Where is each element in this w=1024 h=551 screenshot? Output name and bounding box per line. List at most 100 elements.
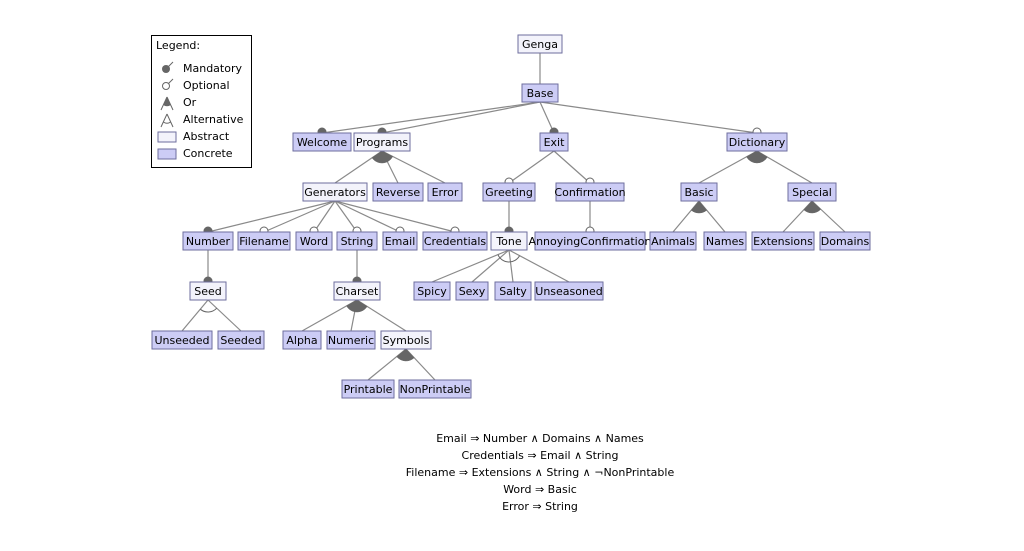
feature-label-greeting: Greeting <box>485 186 533 199</box>
feature-box-filename <box>237 231 291 251</box>
edge-tone-sexy <box>471 249 510 283</box>
or-group-marker-symbols <box>396 348 415 362</box>
feature-box-seeded <box>217 330 265 350</box>
alternative-group-marker-seed <box>199 307 218 313</box>
feature-label-programs: Programs <box>356 136 408 149</box>
feature-node-word: Word <box>295 231 333 251</box>
feature-node-tone: Tone <box>490 231 528 251</box>
feature-node-seed: Seed <box>189 281 227 301</box>
mandatory-icon <box>162 61 174 73</box>
legend-label-or: Or <box>183 96 197 109</box>
feature-box-animals <box>649 231 697 251</box>
or-group-marker-charset <box>346 299 368 313</box>
or-group-marker-programs <box>371 150 394 164</box>
feature-node-alpha: Alpha <box>282 330 322 350</box>
feature-node-special: Special <box>787 182 837 202</box>
feature-label-unseeded: Unseeded <box>154 334 209 347</box>
edge-generators-email <box>334 200 401 233</box>
feature-box-error <box>427 182 463 202</box>
feature-label-dictionary: Dictionary <box>729 136 786 149</box>
feature-box-seed <box>189 281 227 301</box>
feature-node-generators: Generators <box>302 182 368 202</box>
feature-label-nonprintable: NonPrintable <box>400 383 471 396</box>
feature-label-spicy: Spicy <box>417 285 447 298</box>
feature-label-names: Names <box>706 235 744 248</box>
edge-tone-spicy <box>431 249 510 283</box>
feature-box-nonprintable <box>398 379 472 399</box>
edge-base-programs <box>381 101 541 134</box>
feature-label-seeded: Seeded <box>220 334 261 347</box>
feature-node-sexy: Sexy <box>455 281 489 301</box>
feature-box-numeric <box>326 330 376 350</box>
feature-box-word <box>295 231 333 251</box>
feature-label-genga: Genga <box>522 38 558 51</box>
legend-title: Legend: <box>156 39 201 52</box>
feature-box-names <box>703 231 747 251</box>
feature-node-symbols: Symbols <box>380 330 432 350</box>
feature-box-annoying <box>534 231 646 251</box>
feature-box-spicy <box>413 281 451 301</box>
legend-item-mandatory: Mandatory <box>152 61 251 77</box>
feature-label-generators: Generators <box>304 186 366 199</box>
feature-box-alpha <box>282 330 322 350</box>
alternative-group-icon <box>160 113 174 128</box>
legend-label-alternative: Alternative <box>183 113 244 126</box>
feature-label-tone: Tone <box>495 235 522 248</box>
feature-label-welcome: Welcome <box>297 136 348 149</box>
feature-box-welcome <box>292 132 352 152</box>
feature-label-extensions: Extensions <box>753 235 813 248</box>
feature-box-dictionary <box>726 132 788 152</box>
feature-node-annoying: AnnoyingConfirmation <box>529 231 651 251</box>
feature-label-basic: Basic <box>684 186 713 199</box>
legend-item-or: Or <box>152 95 251 111</box>
legend: Legend: Mandatory Optional Or Alternativ… <box>151 35 252 168</box>
feature-node-genga: Genga <box>517 34 563 54</box>
abstract-swatch-icon <box>157 131 177 143</box>
edge-tone-salty <box>508 249 514 283</box>
edge-generators-string <box>334 200 358 233</box>
feature-label-base: Base <box>527 87 554 100</box>
feature-node-names: Names <box>703 231 747 251</box>
or-group-marker-basic <box>690 200 708 214</box>
feature-node-extensions: Extensions <box>751 231 815 251</box>
alternative-group-marker-tone <box>497 254 521 263</box>
feature-label-charset: Charset <box>336 285 379 298</box>
feature-label-animals: Animals <box>651 235 695 248</box>
edge-base-exit <box>539 101 555 134</box>
feature-node-number: Number <box>182 231 234 251</box>
edge-base-dictionary <box>539 101 758 134</box>
legend-label-optional: Optional <box>183 79 230 92</box>
feature-label-string: String <box>341 235 374 248</box>
legend-label-concrete: Concrete <box>183 147 233 160</box>
feature-box-string <box>336 231 378 251</box>
edge-generators-filename <box>263 200 336 233</box>
feature-label-salty: Salty <box>499 285 527 298</box>
legend-item-abstract: Abstract <box>152 129 251 145</box>
feature-label-sexy: Sexy <box>459 285 486 298</box>
feature-box-domains <box>819 231 871 251</box>
feature-node-exit: Exit <box>539 132 569 152</box>
feature-node-programs: Programs <box>353 132 411 152</box>
feature-box-confirmation <box>555 182 625 202</box>
feature-label-credentials: Credentials <box>424 235 487 248</box>
constraint-5: Error ⇒ String <box>502 500 578 513</box>
edge-exit-confirmation <box>553 150 591 184</box>
edge-generators-number <box>207 200 336 233</box>
feature-node-unseasoned: Unseasoned <box>534 281 604 301</box>
feature-node-email: Email <box>382 231 418 251</box>
legend-label-abstract: Abstract <box>183 130 230 143</box>
constraint-1: Email ⇒ Number ∧ Domains ∧ Names <box>436 432 644 445</box>
feature-node-seeded: Seeded <box>217 330 265 350</box>
feature-label-numeric: Numeric <box>328 334 374 347</box>
feature-node-base: Base <box>521 83 559 103</box>
legend-item-alternative: Alternative <box>152 112 251 128</box>
feature-label-word: Word <box>300 235 328 248</box>
feature-label-error: Error <box>432 186 459 199</box>
constraint-2: Credentials ⇒ Email ∧ String <box>461 449 619 462</box>
feature-label-domains: Domains <box>821 235 870 248</box>
feature-label-filename: Filename <box>239 235 289 248</box>
feature-label-number: Number <box>186 235 231 248</box>
feature-box-charset <box>333 281 381 301</box>
